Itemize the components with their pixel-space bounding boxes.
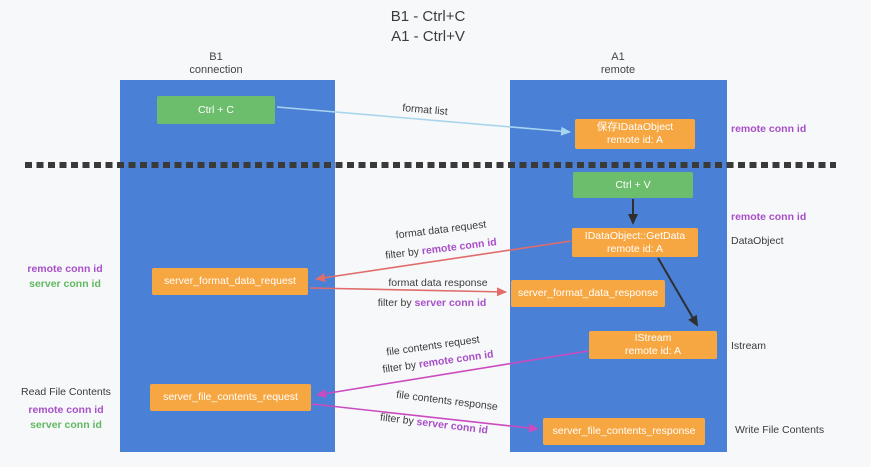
node-save-dataobject-line1: 保存IDataObject — [596, 121, 674, 133]
node-ctrl-v: Ctrl + V — [573, 172, 693, 198]
right-label-remote-conn-id-top: remote conn id — [731, 123, 807, 135]
node-server-file-contents-response-label: server_file_contents_response — [552, 425, 696, 437]
right-label-istream: Istream — [731, 340, 767, 352]
left-column-header: B1 connection — [146, 51, 286, 77]
node-server-format-data-request-label: server_format_data_request — [164, 275, 296, 287]
node-idataobject-getdata: IDataObject::GetData remote id: A — [572, 228, 698, 257]
node-idataobject-getdata-line1: IDataObject::GetData — [584, 229, 686, 242]
node-server-format-data-request: server_format_data_request — [152, 268, 308, 295]
filter-key-server-conn-id: server conn id — [415, 415, 489, 437]
right-column-header: A1 remote — [548, 51, 688, 77]
diagram-title: B1 - Ctrl+C A1 - Ctrl+V — [298, 7, 558, 47]
node-ctrl-c: Ctrl + C — [157, 96, 275, 124]
node-idataobject-getdata-line2: remote id: A — [606, 242, 664, 255]
left-label-remote-conn-id-1: remote conn id — [27, 263, 103, 275]
node-istream-line1: IStream — [634, 332, 672, 344]
right-label-write-file-contents: Write File Contents — [735, 424, 825, 436]
flow-label-format-response-filter: filter by server conn id — [378, 297, 487, 309]
right-label-remote-conn-id-mid: remote conn id — [731, 211, 807, 223]
node-server-format-data-response: server_format_data_response — [511, 280, 665, 307]
filter-by-prefix: filter by — [381, 358, 420, 376]
node-server-file-contents-request: server_file_contents_request — [150, 384, 311, 411]
node-ctrl-c-label: Ctrl + C — [198, 103, 234, 116]
node-server-format-data-response-label: server_format_data_response — [517, 287, 659, 299]
filter-by-prefix: filter by — [379, 411, 418, 428]
node-istream-line2: remote id: A — [624, 345, 682, 357]
filter-by-prefix: filter by — [384, 245, 423, 262]
title-line-2: A1 - Ctrl+V — [391, 28, 465, 45]
node-ctrl-v-label: Ctrl + V — [615, 178, 651, 191]
left-column-role: connection — [189, 64, 243, 76]
right-column-role: remote — [600, 64, 636, 76]
node-save-dataobject-line2: remote id: A — [606, 134, 664, 146]
left-label-server-conn-id-2: server conn id — [30, 419, 102, 431]
title-line-1: B1 - Ctrl+C — [390, 8, 466, 25]
flow-label-file-response-filter: filter by server conn id — [379, 411, 488, 436]
filter-key-server-conn-id: server conn id — [414, 297, 487, 309]
right-column-name: A1 — [611, 51, 625, 63]
left-column-name: B1 — [209, 51, 223, 63]
flow-label-file-contents-response: file contents response — [395, 388, 499, 414]
left-label-remote-conn-id-2: remote conn id — [28, 404, 104, 416]
node-server-file-contents-response: server_file_contents_response — [543, 418, 705, 445]
right-label-dataobject: DataObject — [731, 235, 784, 247]
node-istream: IStream remote id: A — [589, 331, 717, 359]
flow-label-format-data-response: format data response — [388, 277, 488, 289]
filter-by-prefix: filter by — [377, 297, 415, 309]
left-label-read-file-contents: Read File Contents — [21, 386, 111, 398]
node-save-dataobject: 保存IDataObject remote id: A — [575, 119, 695, 149]
filter-key-remote-conn-id: remote conn id — [421, 236, 498, 258]
flow-label-format-list: format list — [401, 102, 449, 118]
node-server-file-contents-request-label: server_file_contents_request — [163, 391, 298, 403]
left-label-server-conn-id-1: server conn id — [29, 278, 101, 290]
